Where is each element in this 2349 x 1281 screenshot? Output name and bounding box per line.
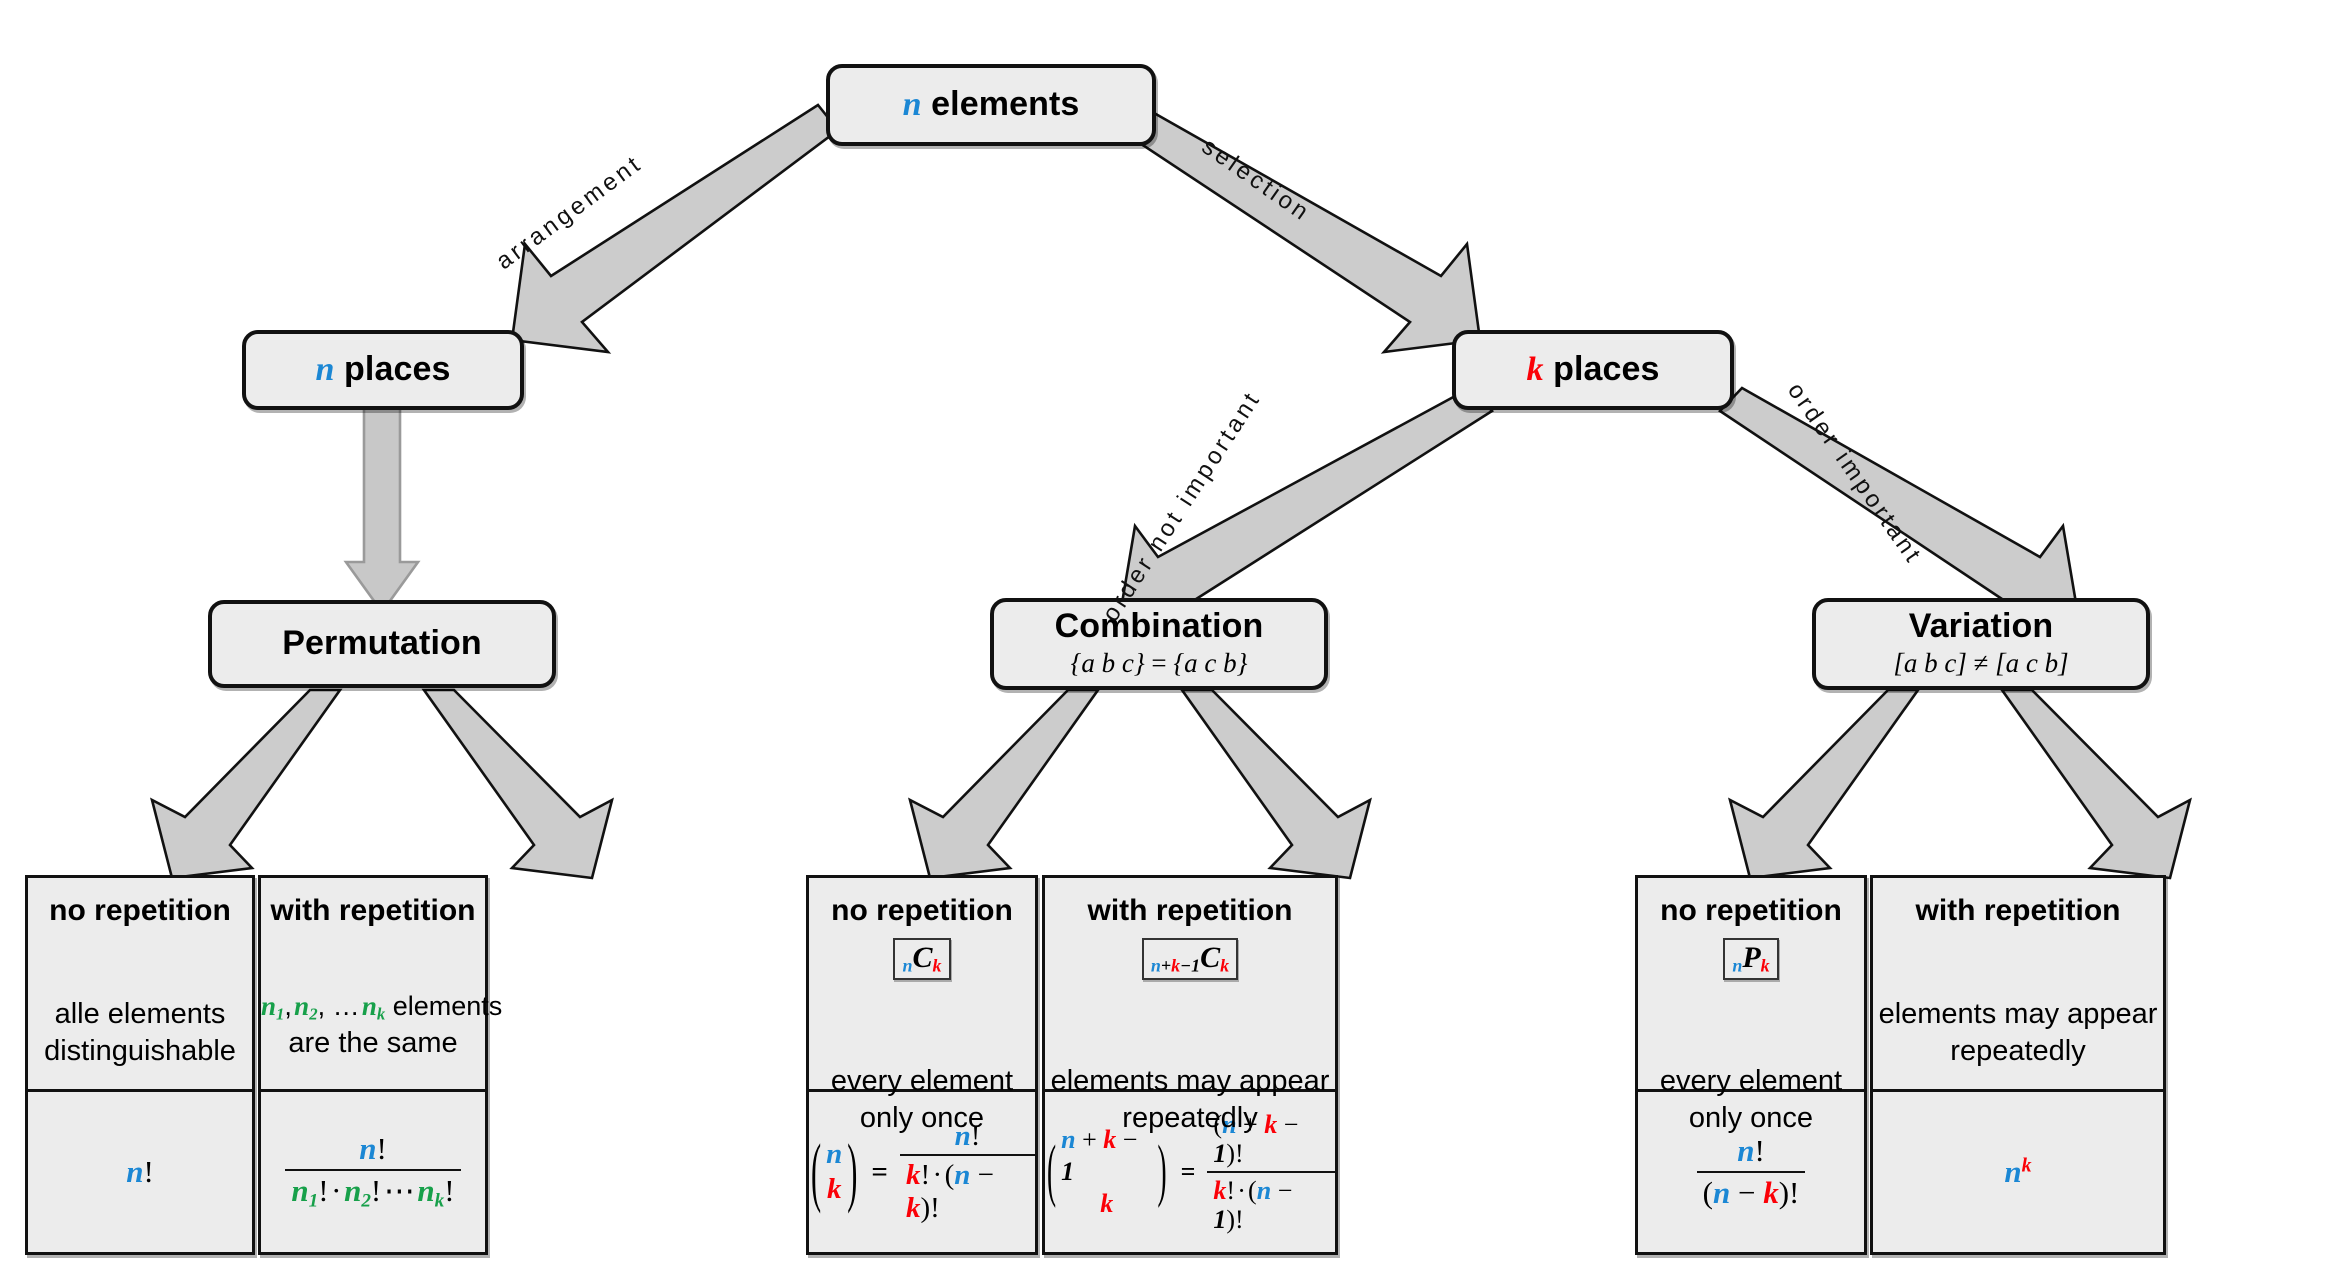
leaf-top: with repetition elements may appear repe… [1873,878,2163,1089]
edge-label-order-not-important: order not important [1097,385,1267,627]
permutation-title: Permutation [282,624,482,663]
formula-variation-with-repetition: nk [2004,1154,2032,1189]
desc-line1: every element [830,1065,1014,1097]
n-places-text: places [344,350,451,389]
arrow-variation-no-repetition [1728,688,1921,880]
arrow-order-important [1717,386,2081,634]
formula-combination-with-repetition: ( n + k − 1 k ) = (n + k − 1)! k! · (n −… [1045,1110,1335,1234]
arrow-permutation-with-repetition [421,688,614,880]
node-permutation[interactable]: Permutation [208,600,556,688]
desc-line2: repeatedly [1950,1035,2086,1068]
arrow-permutation-no-repetition [150,688,343,880]
desc-line2: are the same [288,1027,458,1060]
leaf-description: every element only once [809,1063,1035,1137]
n-places-var: n [315,351,335,389]
node-variation[interactable]: Variation [a b c] ≠ [a c b] [1812,598,2150,690]
leaf-top: no repetition alle elements distinguisha… [28,878,252,1089]
arrow-n-places-to-permutation [343,386,421,615]
edge-label-arrangement: arrangement [491,149,648,276]
leaf-description: every element only once [1638,1063,1864,1137]
desc-line1: elements may appear [1050,1065,1330,1097]
arrow-combination-with-repetition [1179,688,1372,880]
arrow-variation-with-repetition [1999,688,2192,880]
formula-cell: n! [28,1089,252,1252]
k-places-var: k [1526,351,1544,389]
leaf-description: n1, n2, … nk elements are the same [261,988,502,1062]
repetition-label: with repetition [270,894,476,927]
leaf-combination-with-repetition[interactable]: with repetition n+k−1Ck elements may app… [1042,875,1338,1255]
repetition-label: no repetition [831,894,1013,927]
combination-sub-rel: = [1151,648,1167,679]
node-k-places-label: k places [1526,350,1660,389]
node-root-label: n elements [902,85,1080,124]
symbol-nPk: nPk [1723,938,1779,981]
desc-line2: distinguishable [44,1035,236,1068]
node-combination[interactable]: Combination {a b c} = {a c b} [990,598,1328,690]
desc-line2: repeatedly [1122,1102,1258,1135]
desc-line2: only once [859,1102,985,1135]
leaf-top: no repetition nPk every element only onc… [1638,878,1864,1134]
desc-line1: n1, n2, … nk elements [261,991,503,1024]
formula-cell: n! (n − k)! [1638,1089,1864,1252]
leaf-combination-no-repetition[interactable]: no repetition nCk every element only onc… [806,875,1038,1255]
formula-permutation-no-repetition: n! [126,1154,154,1189]
node-k-places[interactable]: k places [1452,330,1734,410]
leaf-description: alle elements distinguishable [28,996,252,1070]
formula-variation-no-repetition: n! (n − k)! [1696,1133,1806,1210]
node-n-places-label: n places [315,350,451,389]
symbol-nplusk-1Ck: n+k−1Ck [1141,938,1239,981]
k-places-text: places [1553,350,1660,389]
combination-sub-left: {a b c} [1070,648,1145,679]
leaf-top: with repetition n+k−1Ck elements may app… [1045,878,1335,1134]
desc-line1: elements may appear [1878,998,2158,1030]
variation-subtitle: [a b c] ≠ [a c b] [1893,648,2068,679]
arrow-selection [1118,103,1482,354]
desc-line1: alle elements [54,998,226,1030]
leaf-top: with repetition n1, n2, … nk elements ar… [261,878,502,1089]
repetition-label: with repetition [1915,894,2121,927]
edge-label-order-important: order important [1782,377,1928,570]
root-text: elements [931,85,1080,124]
desc-line2: only once [1688,1102,1814,1135]
leaf-permutation-with-repetition[interactable]: with repetition n1, n2, … nk elements ar… [258,875,502,1255]
formula-cell: nk [1873,1089,2163,1252]
leaf-variation-with-repetition[interactable]: with repetition elements may appear repe… [1870,875,2166,1255]
variation-sub-left: [a b c] [1893,648,1967,679]
combination-subtitle: {a b c} = {a c b} [1071,648,1248,679]
variation-title: Variation [1908,606,2054,645]
variation-sub-right: [a c b] [1995,648,2069,679]
desc-line1: every element [1659,1065,1843,1097]
combination-title: Combination [1054,606,1264,645]
symbol-nCk: nCk [893,938,951,981]
formula-cell: n! n1! · n2! ⋯ nk! [261,1089,485,1252]
formula-cell: ( n + k − 1 k ) = (n + k − 1)! k! · (n −… [1045,1089,1335,1252]
leaf-top: no repetition nCk every element only onc… [809,878,1035,1134]
leaf-description: elements may appear repeatedly [1045,1063,1335,1137]
repetition-label: no repetition [1660,894,1842,927]
leaf-variation-no-repetition[interactable]: no repetition nPk every element only onc… [1635,875,1867,1255]
variation-sub-rel: ≠ [1973,648,1989,679]
node-root-n-elements[interactable]: n elements [826,64,1156,146]
leaf-permutation-no-repetition[interactable]: no repetition alle elements distinguisha… [25,875,255,1255]
repetition-label: with repetition [1087,894,1293,927]
root-var: n [902,86,922,124]
node-n-places[interactable]: n places [242,330,524,410]
repetition-label: no repetition [49,894,231,927]
edge-label-selection: selection [1196,132,1316,228]
leaf-description: elements may appear repeatedly [1873,996,2163,1070]
combination-sub-right: {a c b} [1173,648,1248,679]
formula-permutation-with-repetition: n! n1! · n2! ⋯ nk! [285,1131,461,1212]
arrow-combination-no-repetition [908,688,1101,880]
